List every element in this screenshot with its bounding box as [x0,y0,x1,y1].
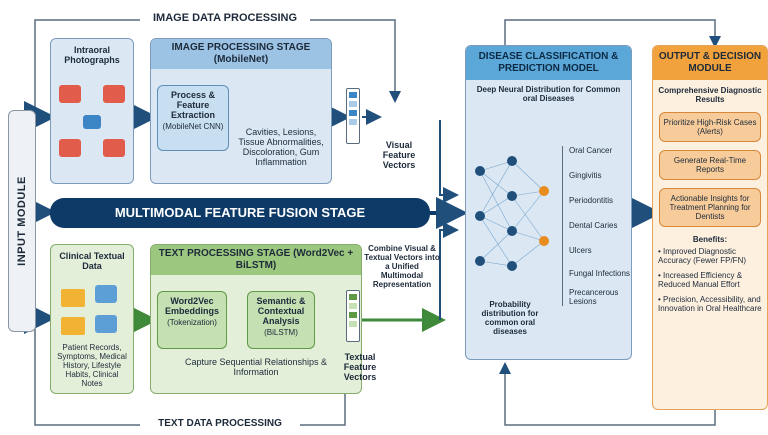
clinical-title: Clinical Textual Data [59,251,125,271]
semantic-analysis-box: Semantic & Contextual Analysis (BiLSTM) [247,291,315,349]
semantic-title: Semantic & Contextual Analysis [256,296,306,326]
output-title: OUTPUT & DECISION MODULE [653,46,767,80]
text-processing-stage: TEXT PROCESSING STAGE (Word2Vec + BiLSTM… [150,244,362,394]
disease-title: DISEASE CLASSIFICATION & PREDICTION MODE… [466,46,631,80]
photo-icon-4 [103,139,125,157]
clinical-textual-data-panel: Clinical Textual Data Patient Records, S… [50,244,134,394]
class-gingivitis: Gingivitis [569,171,602,180]
disease-class-list: Oral Cancer Gingivitis Periodontitis Den… [562,146,637,306]
probability-text: Probability distribution for common oral… [481,300,539,336]
disease-classification-panel: DISEASE CLASSIFICATION & PREDICTION MODE… [465,45,632,360]
folder-icon-1 [61,289,85,307]
input-module: INPUT MODULE [8,110,36,332]
photo-icon-3 [59,139,81,157]
class-oral-cancer: Oral Cancer [569,146,613,155]
insights-box: Actionable Insights for Treatment Planni… [659,188,761,227]
photo-icon-2 [103,85,125,103]
image-data-processing-label: IMAGE DATA PROCESSING [140,12,310,24]
class-precancerous-lesions: Precancerous Lesions [569,288,619,306]
visual-vector-bar [346,88,360,144]
visual-feature-vectors-label: Visual Feature Vectors [382,140,416,170]
capture-text: Capture Sequential Relationships & Infor… [184,357,328,377]
feature-extraction-title: Process & Feature Extraction [170,90,216,120]
word2vec-title: Word2Vec Embeddings [164,296,219,316]
image-features-list: Cavities, Lesions, Tissue Abnormalities,… [238,127,324,167]
class-fungal-infections: Fungal Infections [569,269,630,278]
text-data-processing-label: TEXT DATA PROCESSING [140,418,300,429]
clinical-items: Patient Records, Symptoms, Medical Histo… [57,343,127,388]
textual-feature-vectors-label: Textual Feature Vectors [343,352,377,382]
word2vec-note: (Tokenization) [167,318,217,327]
feature-extraction-note: (MobileNet CNN) [162,122,224,131]
multimodal-fusion-stage: MULTIMODAL FEATURE FUSION STAGE [50,198,430,228]
reports-box: Generate Real-Time Reports [659,150,761,180]
benefit-3: • Precision, Accessibility, and Innovati… [658,295,762,313]
output-decision-module: OUTPUT & DECISION MODULE Comprehensive D… [652,45,768,410]
benefit-2: • Increased Efficiency & Reduced Manual … [658,271,743,289]
text-stage-title: TEXT PROCESSING STAGE (Word2Vec + BiLSTM… [151,245,361,275]
image-processing-stage: IMAGE PROCESSING STAGE (MobileNet) Proce… [150,38,332,184]
semantic-note: (BiLSTM) [264,328,298,337]
class-ulcers: Ulcers [569,246,592,255]
intraoral-title: Intraoral Photographs [64,45,120,65]
fusion-stage-title: MULTIMODAL FEATURE FUSION STAGE [114,205,366,220]
feature-extraction-box: Process & Feature Extraction (MobileNet … [157,85,229,151]
image-stage-title: IMAGE PROCESSING STAGE (MobileNet) [151,39,331,69]
document-icon-2 [95,315,117,333]
results-title: Comprehensive Diagnostic Results [658,86,762,104]
document-icon-1 [95,285,117,303]
benefit-1: • Improved Diagnostic Accuracy (Fewer FP… [658,247,747,265]
disease-subtitle: Deep Neural Distribution for Common oral… [476,85,621,103]
combine-vectors-text: Combine Visual & Textual Vectors into a … [364,244,440,289]
neural-network-icon [475,156,549,271]
input-module-label: INPUT MODULE [16,176,28,266]
textual-vector-bar [346,290,360,342]
camera-icon [83,115,101,129]
folder-icon-2 [61,317,85,335]
word2vec-box: Word2Vec Embeddings (Tokenization) [157,291,227,349]
class-periodontitis: Periodontitis [569,196,614,205]
photo-icon-1 [59,85,81,103]
benefits-title: Benefits: [692,235,728,244]
intraoral-photographs-panel: Intraoral Photographs [50,38,134,184]
class-dental-caries: Dental Caries [569,221,618,230]
prioritize-box: Prioritize High-Risk Cases (Alerts) [659,112,761,142]
